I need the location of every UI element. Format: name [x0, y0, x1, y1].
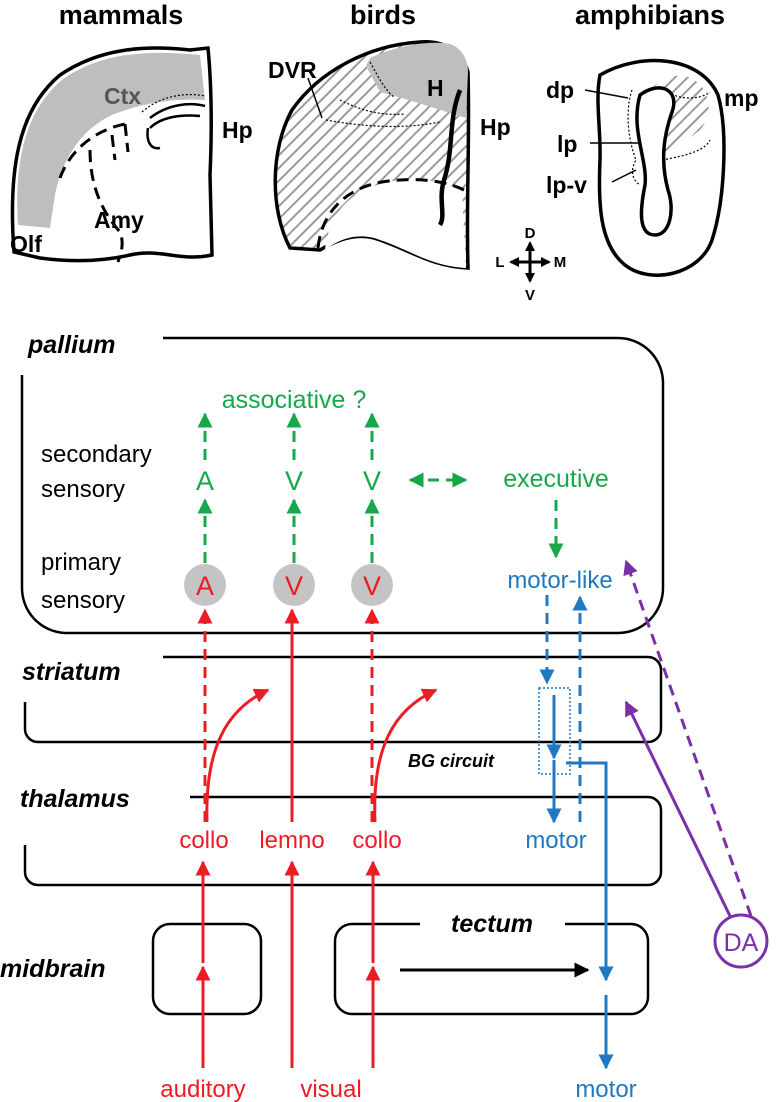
motor-output-node: motor: [575, 1076, 636, 1102]
dp-label: dp: [546, 77, 574, 103]
bird-hyperpallium-shaded: [366, 42, 468, 118]
secondary-v-node-1: V: [285, 466, 303, 496]
bg-circuit-label: BG circuit: [408, 751, 495, 771]
lemno-node: lemno: [259, 827, 324, 854]
amy-label: Amy: [94, 207, 144, 233]
associative-node: associative ?: [222, 386, 367, 414]
bird-dotted-divisions: [325, 61, 441, 128]
primary-sensory-label-line2: sensory: [41, 587, 125, 614]
lpv-pointer: [611, 169, 637, 183]
region-boxes: [20, 336, 665, 1016]
amphibian-dotted-boundary: [627, 89, 711, 186]
motor-like-node: motor-like: [507, 567, 612, 594]
auditory-node: auditory: [160, 1076, 245, 1102]
arrow-bg-to-tectum: [566, 761, 614, 982]
arrow-da-to-striatum: [624, 700, 732, 917]
h-label: H: [427, 75, 444, 101]
orientation-compass: D V L M: [495, 225, 566, 304]
olf-label: Olf: [10, 231, 42, 257]
mammal-dashed-boundary: [58, 122, 130, 263]
mammal-hp-dotted: [141, 93, 206, 113]
lateral-label: L: [495, 254, 504, 271]
tectum-label: tectum: [451, 910, 533, 938]
striatum-box: [23, 655, 663, 744]
thalamus-motor-node: motor: [525, 827, 586, 854]
tectum-box: [333, 922, 650, 1016]
primary-sensory-label-line1: primary: [41, 549, 121, 576]
thalamus-box: [23, 795, 663, 887]
dopamine-pathways: DA: [623, 559, 769, 969]
motor-pathways: [400, 595, 614, 1070]
da-node: DA: [724, 929, 759, 957]
bird-subpallium: [325, 179, 466, 268]
birds-title: birds: [350, 0, 416, 30]
executive-node: executive: [503, 465, 609, 493]
amphibians-title: amphibians: [575, 0, 725, 30]
midbrain-label: midbrain: [0, 955, 106, 983]
dorsal-label: D: [525, 225, 536, 242]
primary-v-node-2: V: [363, 571, 381, 601]
lp-label: lp: [557, 131, 577, 157]
striatum-label: striatum: [22, 658, 121, 686]
associative-pathways: associative ? A V V executive: [196, 386, 609, 563]
amphibian-brain-section: dp mp lp lp-v: [546, 58, 759, 277]
bird-brain-section: DVR H Hp: [268, 40, 511, 270]
mammal-brain-section: Ctx Hp Amy Olf: [10, 46, 253, 263]
mammals-title: mammals: [59, 0, 184, 30]
da-node-circle: [713, 913, 769, 969]
amphibian-ventricle: [635, 86, 676, 237]
secondary-sensory-label-line2: sensory: [41, 476, 125, 503]
pallium-label: pallium: [27, 331, 116, 359]
dvr-label: DVR: [268, 57, 317, 83]
mammal-hippocampus: [146, 102, 206, 150]
secondary-v-node-2: V: [363, 466, 381, 496]
primary-a-node: A: [196, 571, 214, 601]
thalamus-label: thalamus: [20, 785, 130, 813]
secondary-sensory-label-line1: secondary: [41, 441, 152, 468]
dvr-pointer: [307, 77, 323, 119]
midbrain-left-box: [151, 922, 263, 1016]
brain-sections: mammals birds amphibians Ctx Hp Amy Olf …: [10, 0, 759, 304]
mammal-hp-label: Hp: [222, 117, 253, 143]
arrow-collo-right-to-striatum: [373, 688, 438, 823]
bird-hp-label: Hp: [480, 114, 511, 140]
ventral-label: V: [525, 287, 535, 304]
primary-sensory-nodes: A V V: [184, 564, 393, 606]
pallium-box: [20, 336, 665, 635]
ctx-label: Ctx: [104, 83, 141, 109]
collo-right-node: collo: [352, 827, 401, 854]
primary-v-node-1: V: [285, 571, 303, 601]
bird-midline-hp: [437, 89, 463, 227]
mp-label: mp: [724, 85, 759, 111]
sensory-pathways: collo lemno collo auditory visual: [160, 608, 438, 1102]
lpv-label: lp-v: [546, 172, 587, 198]
visual-node: visual: [300, 1076, 361, 1102]
arrow-da-to-pallium: [623, 559, 753, 917]
circuit-diagram: pallium striatum thalamus midbrain tectu…: [0, 331, 769, 1102]
medial-label: M: [554, 254, 567, 271]
mammal-cortex-shaded: [17, 52, 205, 229]
secondary-a-node: A: [196, 466, 214, 496]
arrow-collo-left-to-striatum: [205, 688, 270, 823]
collo-left-node: collo: [179, 827, 228, 854]
dp-pointer: [584, 89, 629, 99]
